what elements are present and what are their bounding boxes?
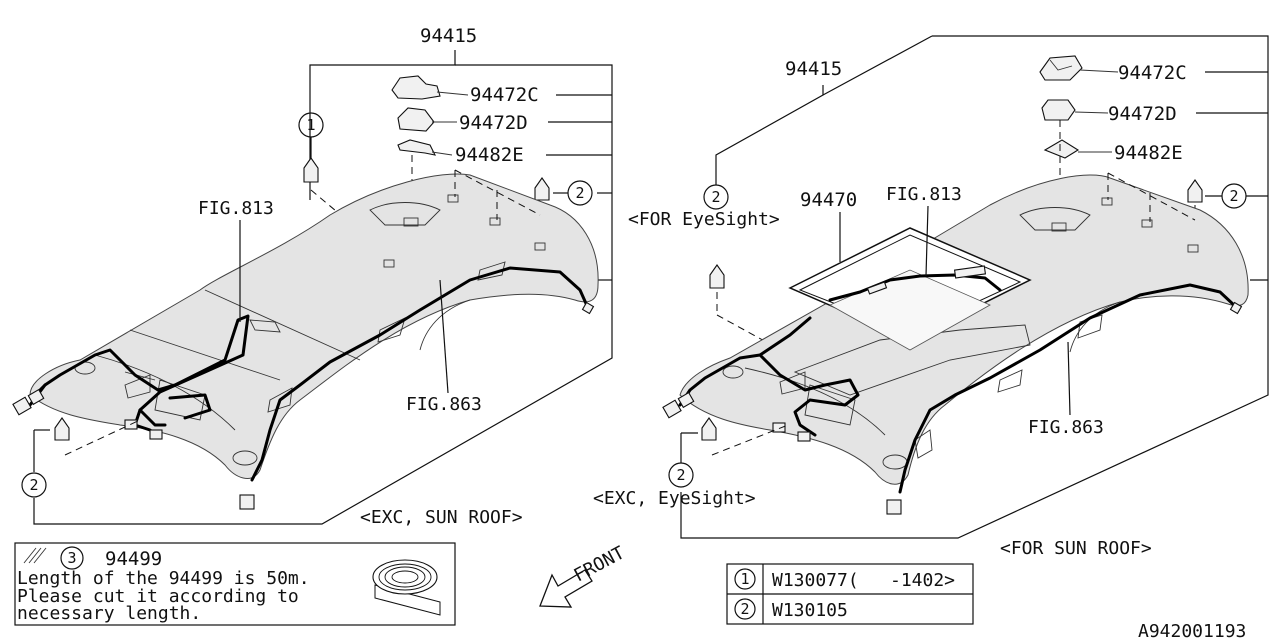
tape-part-94499[interactable]: 94499 — [105, 548, 162, 570]
front-arrow: FRONT — [539, 542, 628, 608]
left-assembly-part-number[interactable]: 94415 — [420, 25, 477, 47]
left-callout-1[interactable]: 1 — [298, 112, 324, 138]
right-fig-863[interactable]: FIG.863 — [1028, 417, 1104, 438]
right-assembly-part-number[interactable]: 94415 — [785, 58, 842, 80]
left-wire-harness-front — [28, 314, 250, 427]
right-part-94470[interactable]: 94470 — [800, 189, 857, 211]
left-variant-note[interactable]: <EXC, SUN ROOF> — [360, 507, 523, 528]
left-bracket-right — [455, 64, 613, 290]
left-connector-2 — [27, 388, 45, 406]
right-bracket-top — [932, 35, 1269, 268]
svg-text:2: 2 — [575, 184, 584, 202]
left-clip-2-upper-shape — [534, 177, 550, 201]
right-sunroof-harness — [828, 273, 1002, 302]
left-bracket-bottom — [33, 290, 613, 525]
right-clip-94482e-shape — [1043, 139, 1112, 159]
svg-text:2: 2 — [1229, 187, 1238, 205]
left-bracket-top — [309, 50, 456, 200]
eyesight-clip-shape — [709, 264, 725, 289]
right-part-94472c[interactable]: 94472C — [1118, 62, 1187, 84]
left-fig-813[interactable]: FIG.813 — [198, 198, 274, 219]
svg-text:1: 1 — [306, 116, 315, 134]
right-clip-94472c-shape — [1039, 55, 1119, 81]
left-assembly: 94415 94472C 94472D 94482E 1 — [12, 25, 613, 528]
left-wire-harness-rear — [250, 266, 590, 482]
tape-roll-icon — [372, 559, 441, 616]
left-part-94472c[interactable]: 94472C — [470, 84, 539, 106]
svg-text:2: 2 — [711, 188, 720, 206]
legend-table: 1 W130077( -1402> 2 W130105 — [726, 563, 974, 625]
right-bracket-left — [715, 85, 824, 185]
left-part-94472d[interactable]: 94472D — [459, 112, 528, 134]
svg-text:2: 2 — [740, 600, 749, 618]
right-bracket-bottom — [680, 268, 1269, 539]
svg-text:1: 1 — [740, 570, 749, 588]
left-connector-3 — [239, 494, 255, 510]
left-part-94482e[interactable]: 94482E — [455, 144, 524, 166]
left-clip-1-shape — [303, 157, 319, 183]
tape-note-box: 3 94499 Length of the 94499 is 50m. Plea… — [14, 542, 456, 626]
right-part-94482e[interactable]: 94482E — [1114, 142, 1183, 164]
right-clip-2-shape — [1187, 179, 1203, 203]
svg-text:2: 2 — [676, 466, 685, 484]
eyesight-note[interactable]: <FOR EyeSight> — [628, 209, 780, 230]
tape-note-line-2: Please cut it according to — [17, 586, 299, 607]
right-part-94472d[interactable]: 94472D — [1108, 103, 1177, 125]
clip-94472c-shape — [391, 75, 469, 100]
left-fig-863[interactable]: FIG.863 — [406, 394, 482, 415]
legend-callout-2[interactable]: 2 — [734, 598, 756, 620]
clip-94472d-shape — [397, 107, 457, 132]
left-headliner-panel — [29, 169, 599, 479]
legend-range-1: -1402> — [890, 570, 955, 591]
legend-part-2[interactable]: W130105 — [772, 600, 848, 621]
front-arrow-icon — [539, 569, 593, 608]
left-callout-2-upper[interactable]: 2 — [567, 180, 593, 206]
legend-callout-1[interactable]: 1 — [734, 568, 756, 590]
legend-part-1[interactable]: W130077( — [772, 570, 859, 591]
right-fig-813[interactable]: FIG.813 — [886, 184, 962, 205]
front-label: FRONT — [570, 542, 628, 586]
tape-callout-3[interactable]: 3 — [60, 546, 84, 570]
right-clip-94472d-shape — [1041, 99, 1109, 121]
diagram-id: A942001193 — [1138, 621, 1246, 640]
right-callout-2-lower[interactable]: 2 — [668, 462, 694, 488]
left-clip-2-lower-shape — [54, 417, 70, 441]
tape-note-line-3: necessary length. — [17, 603, 201, 624]
svg-text:2: 2 — [29, 476, 38, 494]
right-wire-harness-front — [678, 353, 860, 437]
right-callout-2-right[interactable]: 2 — [1221, 183, 1247, 209]
right-variant-note[interactable]: <FOR SUN ROOF> — [1000, 538, 1152, 559]
right-assembly: 94415 94472C 94472D 94482E — [593, 35, 1269, 559]
svg-text:3: 3 — [67, 549, 76, 567]
exc-eyesight-note[interactable]: <EXC, EyeSight> — [593, 488, 756, 509]
right-wire-harness-rear — [898, 283, 1237, 494]
clip-94482e-shape — [397, 139, 453, 156]
right-callout-2-eyesight[interactable]: 2 — [703, 184, 729, 210]
left-callout-2-lower[interactable]: 2 — [21, 472, 47, 498]
tape-note-line-1: Length of the 94499 is 50m. — [17, 568, 310, 589]
left-connector-4 — [581, 301, 595, 315]
right-clip-2-lower-shape — [701, 417, 717, 441]
left-connector-1 — [12, 396, 32, 416]
hatch-icon — [23, 547, 47, 564]
